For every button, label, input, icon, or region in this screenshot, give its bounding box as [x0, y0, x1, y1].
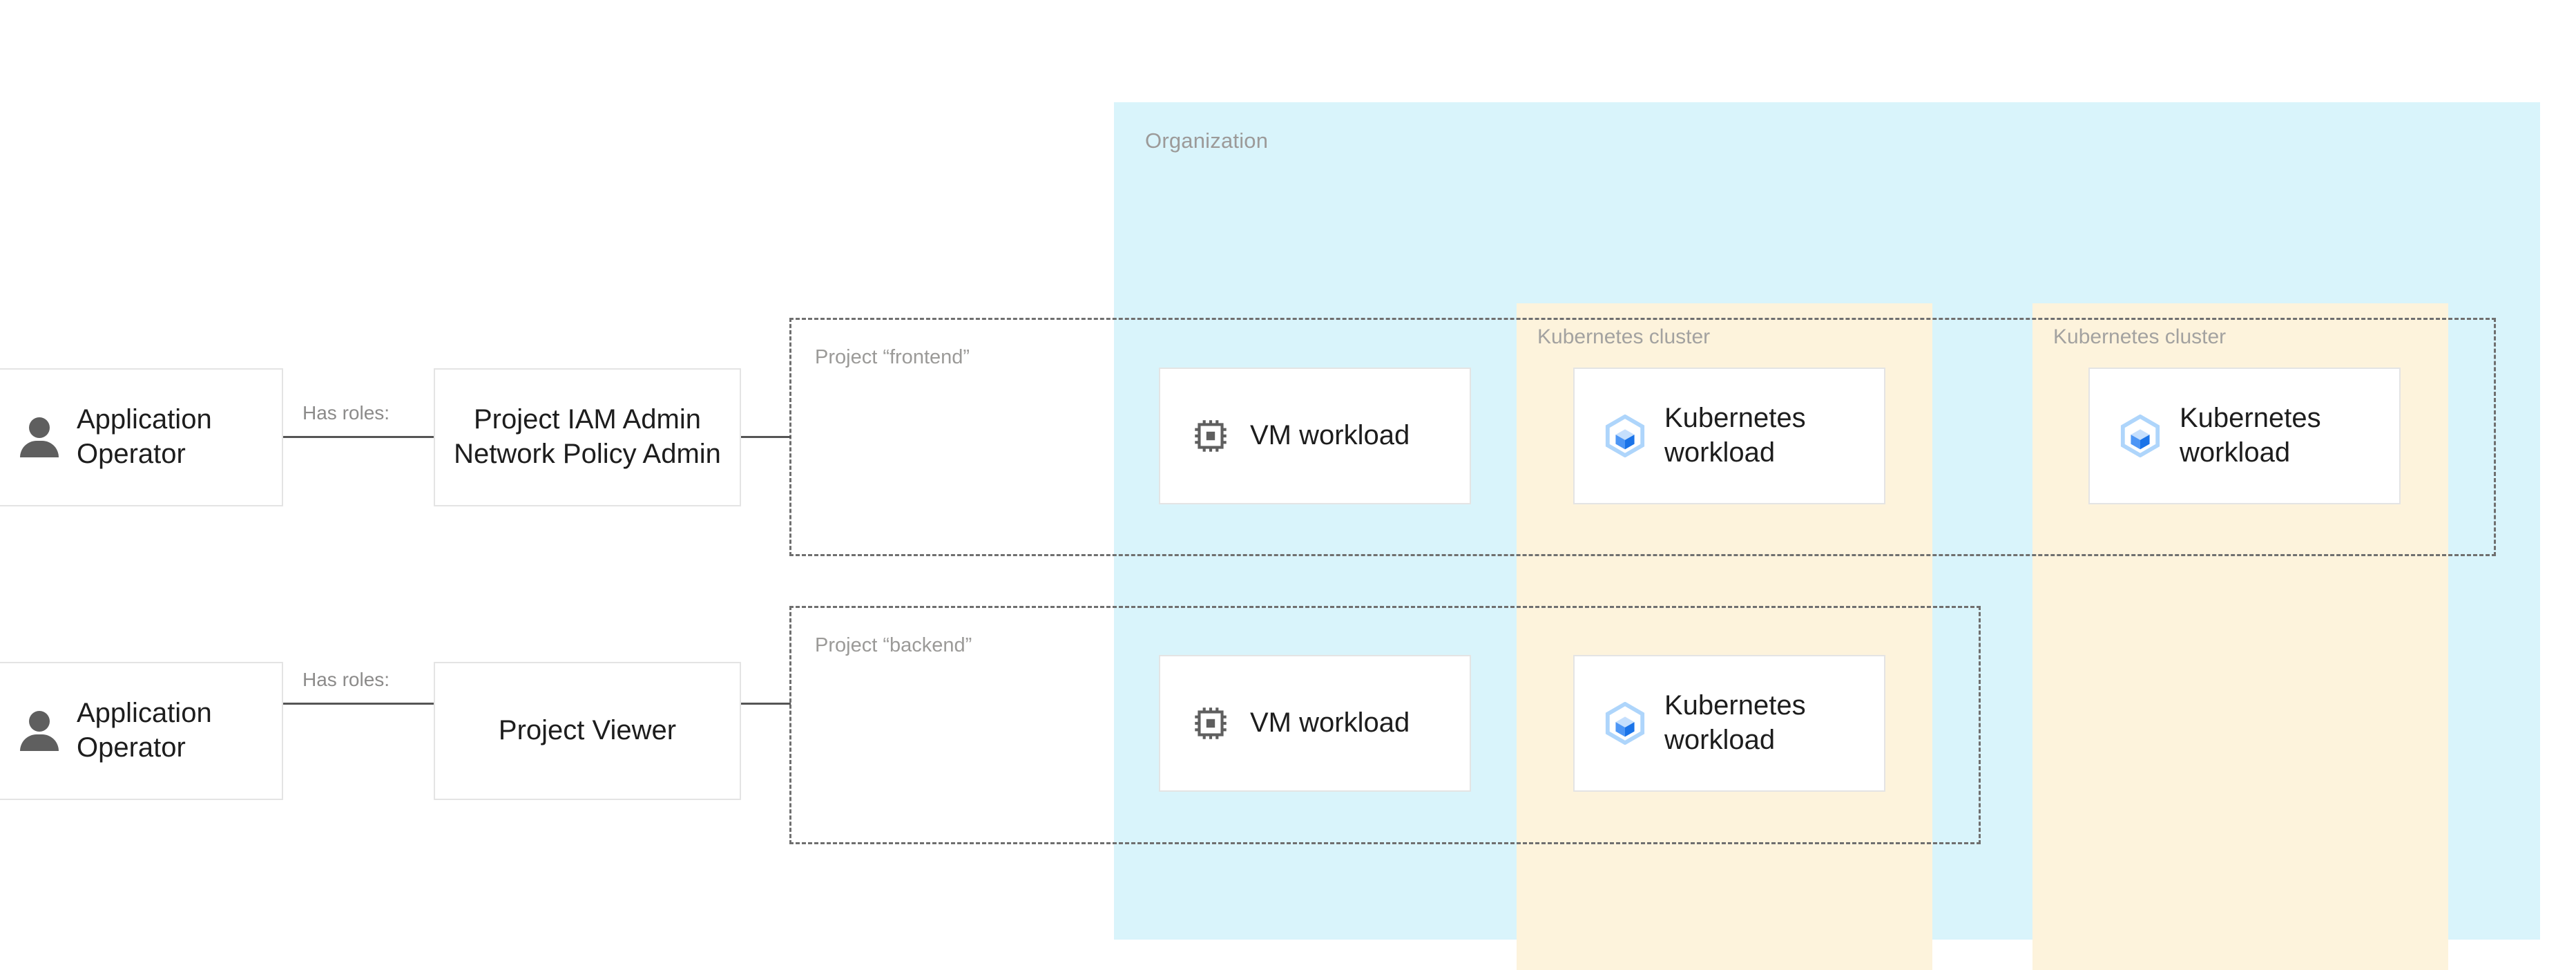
kubernetes-icon: [1605, 415, 1645, 457]
workload-label-k8s-backend-cluster1: Kubernetes workload: [1664, 690, 1806, 755]
connector-label-1: Has roles:: [302, 402, 390, 424]
workload-card-k8s-frontend-cluster1[interactable]: Kubernetes workload: [1573, 368, 1885, 504]
project-frontend-label: Project “frontend”: [815, 346, 970, 368]
person-icon: [20, 417, 59, 457]
role-label-1: Project IAM Admin Network Policy Admin: [454, 404, 721, 469]
connector-actor1-to-role1: [282, 436, 435, 438]
cpu-chip-icon: [1195, 420, 1227, 452]
actor-box-1[interactable]: Application Operator: [0, 368, 283, 506]
actor-box-2[interactable]: Application Operator: [0, 662, 283, 800]
role-box-2[interactable]: Project Viewer: [434, 662, 741, 800]
connector-role2-to-project-backend: [740, 703, 791, 705]
organization-label: Organization: [1145, 129, 1269, 153]
cpu-chip-icon: [1195, 707, 1227, 739]
actor-label-1: Application Operator: [77, 404, 212, 469]
project-frontend-boundary: Project “frontend”: [789, 318, 2496, 556]
kubernetes-icon: [2120, 415, 2160, 457]
workload-card-k8s-frontend-cluster2[interactable]: Kubernetes workload: [2088, 368, 2401, 504]
connector-label-2: Has roles:: [302, 669, 390, 690]
kubernetes-cluster-2-label: Kubernetes cluster: [2053, 325, 2227, 348]
person-icon: [20, 711, 59, 751]
workload-label-vm-frontend: VM workload: [1250, 420, 1410, 451]
kubernetes-cluster-1-label: Kubernetes cluster: [1537, 325, 1711, 348]
workload-card-k8s-backend-cluster1[interactable]: Kubernetes workload: [1573, 655, 1885, 792]
workload-label-k8s-frontend-cluster2: Kubernetes workload: [2180, 403, 2321, 468]
workload-label-k8s-frontend-cluster1: Kubernetes workload: [1664, 403, 1806, 468]
actor-label-2: Application Operator: [77, 698, 212, 763]
project-backend-boundary: Project “backend”: [789, 606, 1981, 844]
person-icon-body: [20, 441, 59, 457]
workload-label-vm-backend: VM workload: [1250, 707, 1410, 739]
person-icon-body: [20, 734, 59, 751]
project-backend-label: Project “backend”: [815, 634, 972, 656]
role-box-1[interactable]: Project IAM Admin Network Policy Admin: [434, 368, 741, 506]
connector-actor2-to-role2: [282, 703, 435, 705]
workload-card-vm-backend[interactable]: VM workload: [1159, 655, 1471, 792]
organization-panel: Organization Kubernetes cluster Kubernet…: [1114, 102, 2540, 970]
person-icon-head: [29, 417, 50, 438]
workload-card-vm-frontend[interactable]: VM workload: [1159, 368, 1471, 504]
role-label-2: Project Viewer: [498, 715, 677, 746]
person-icon-head: [29, 711, 50, 732]
kubernetes-icon: [1605, 702, 1645, 745]
connector-role1-to-project-frontend: [740, 436, 791, 438]
